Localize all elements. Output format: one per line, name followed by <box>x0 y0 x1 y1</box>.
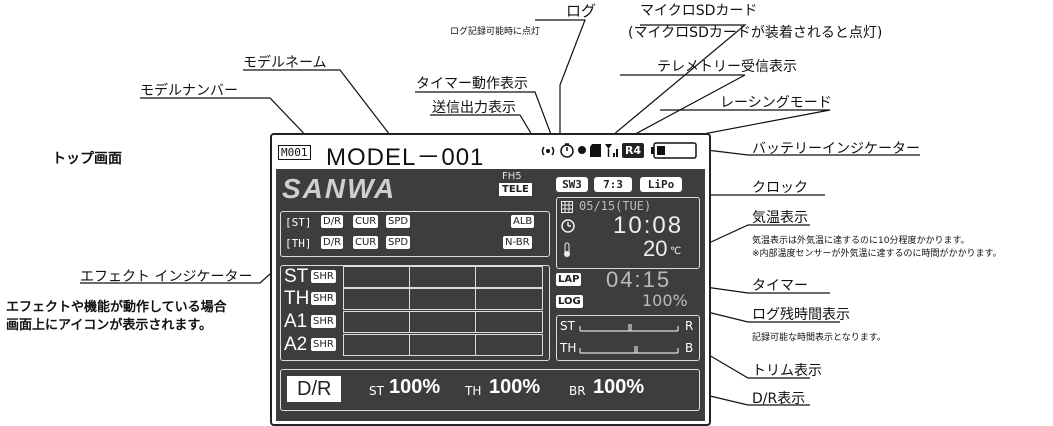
temperature-value: 20 <box>643 236 668 261</box>
callout-dr: D/R表示 <box>752 391 806 407</box>
lap-time: 04:15 <box>606 267 672 292</box>
channel-shr-tag: SHR <box>311 270 336 283</box>
dr-st-prefix: ST <box>369 384 384 398</box>
callout-sd: マイクロSDカード <box>640 3 758 19</box>
sd-card-icon <box>590 144 601 157</box>
dr-th-prefix: TH <box>465 384 482 398</box>
callout-log-remaining: ログ残時間表示 <box>752 307 850 323</box>
dr-br-value: 100% <box>593 376 645 398</box>
log-label: LOG <box>556 295 583 308</box>
callout-clock: クロック <box>752 180 808 196</box>
channel-bar <box>343 311 543 333</box>
clock-time: 10:08 <box>613 212 684 239</box>
dr-th-value: 100% <box>489 376 541 398</box>
dr-st-value: 100% <box>389 376 441 398</box>
channel-bar <box>343 266 543 288</box>
channel-shr-tag: SHR <box>311 315 336 328</box>
telemetry-icon <box>605 144 618 157</box>
channel-name: A1 <box>284 311 308 332</box>
lcd-screen: SANWA FH5 TELE SW3 7:3 LiPo 05/15(TUE) 1… <box>276 169 705 421</box>
ratio-indicator: 7:3 <box>594 177 632 192</box>
trim-panel: ST R TH B <box>556 315 700 361</box>
st-alb-tag: ALB <box>511 215 535 228</box>
callout-temperature: 気温表示 <box>752 210 808 226</box>
st-cur-tag: CUR <box>353 215 379 228</box>
st-effect-label: [ST] <box>285 216 312 229</box>
callout-telemetry: テレメトリー受信表示 <box>657 59 797 75</box>
timer-active-icon <box>560 143 574 158</box>
log-indicator-icon <box>578 146 586 154</box>
st-dr-tag: D/R <box>321 215 344 228</box>
channel-shr-tag: SHR <box>311 292 336 305</box>
channel-shr-tag: SHR <box>311 338 336 351</box>
model-number: M001 <box>278 145 311 160</box>
callout-battery: バッテリーインジケーター <box>752 141 920 157</box>
trim-th-label: TH <box>560 341 577 355</box>
callout-timer-active: タイマー動作表示 <box>416 76 528 92</box>
channel-bar <box>343 288 543 310</box>
thermometer-icon <box>564 242 570 257</box>
clock-icon <box>561 219 575 233</box>
channel-name: TH <box>284 288 310 309</box>
trim-th-bar <box>579 346 679 354</box>
log-remaining: 100% <box>642 291 688 310</box>
th-dr-tag: D/R <box>321 236 344 249</box>
callout-trim: トリム表示 <box>752 363 822 379</box>
channel-bar <box>343 334 543 356</box>
effect-indicator-panel: [ST] D/R CUR SPD ALB [TH] D/R CUR SPD N-… <box>280 211 550 257</box>
callout-model-number: モデルナンバー <box>140 83 238 99</box>
callout-timer: タイマー <box>752 278 808 294</box>
th-nbr-tag: N-BR <box>503 236 532 249</box>
trim-st-bar <box>579 324 679 332</box>
temperature-unit: ℃ <box>670 246 682 257</box>
callout-log: ログ <box>566 2 597 20</box>
th-cur-tag: CUR <box>353 236 379 249</box>
brand-logo: SANWA <box>282 173 397 204</box>
page-title: トップ画面 <box>52 151 122 167</box>
fh-label: FH5 <box>502 171 522 182</box>
th-spd-tag: SPD <box>386 236 411 249</box>
lcd-status-bar: M001 MODEL－001 R4 <box>272 135 709 171</box>
lcd-display: M001 MODEL－001 R4 SANWA <box>270 133 711 426</box>
clock-panel: 05/15(TUE) 10:08 20 ℃ <box>556 197 700 269</box>
callout-effect-indicator: エフェクト インジケーター <box>80 269 253 285</box>
dr-label: D/R <box>287 376 342 402</box>
dr-br-prefix: BR <box>569 384 586 398</box>
trim-st-label: ST <box>560 319 575 333</box>
tx-output-icon <box>541 146 555 156</box>
channel-name: A2 <box>284 334 308 355</box>
temperature-note-2: ※内部温度センサーが外気温に達するのに時間がかかります。 <box>752 249 1002 259</box>
log-remaining-note: 記録可能な時間表示となります。 <box>752 333 886 343</box>
temperature-note-1: 気温表示は外気温に達するのに10分程度かかります。 <box>752 236 970 246</box>
date: 05/15(TUE) <box>579 199 652 213</box>
battery-type: LiPo <box>640 177 682 192</box>
callout-log-sub: ログ記録可能時に点灯 <box>450 27 541 37</box>
channel-panel: ST SHR TH SHR A1 SHR A2 SHR <box>280 265 550 361</box>
callout-tx-output: 送信出力表示 <box>432 100 516 116</box>
effect-note-line1: エフェクトや機能が動作している場合 <box>6 300 227 315</box>
tele-label: TELE <box>499 183 532 196</box>
th-effect-label: [TH] <box>285 237 312 250</box>
st-spd-tag: SPD <box>386 215 411 228</box>
channel-name: ST <box>284 266 309 287</box>
trim-st-end: R <box>685 319 694 333</box>
callout-model-name: モデルネーム <box>243 55 327 71</box>
racing-mode: R4 <box>622 143 644 158</box>
callout-sd-sub: (マイクロSDカードが装着されると点灯) <box>628 25 883 41</box>
dr-panel: D/R ST 100% TH 100% BR 100% <box>280 369 700 411</box>
lap-label: LAP <box>556 273 582 286</box>
callout-racing-mode: レーシングモード <box>720 95 832 111</box>
effect-note-line2: 画面上にアイコンが表示されます。 <box>6 318 213 333</box>
model-name: MODEL－001 <box>326 144 485 171</box>
battery-icon <box>651 142 697 159</box>
trim-th-end: B <box>685 341 694 355</box>
sw-indicator: SW3 <box>556 177 588 192</box>
calendar-icon <box>561 201 573 213</box>
